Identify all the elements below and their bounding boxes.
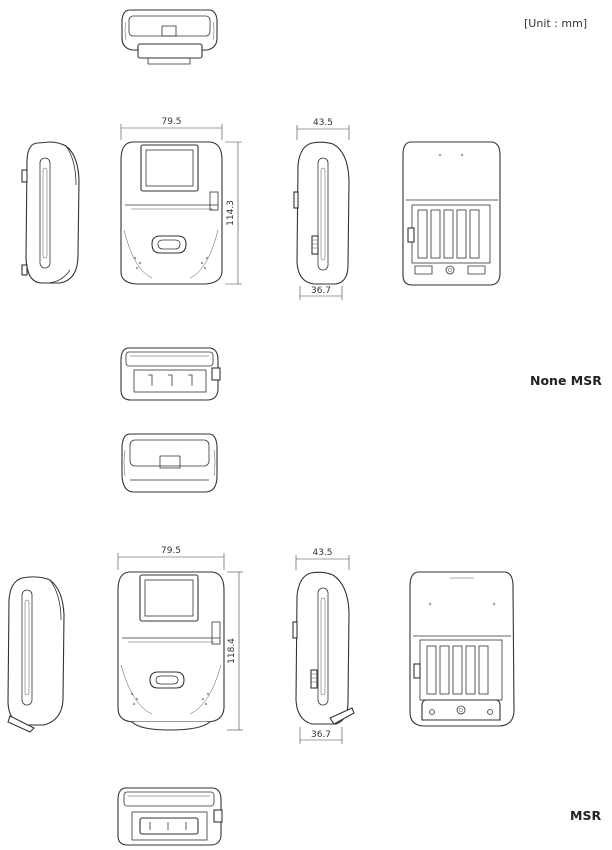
bottom-view-2 <box>117 787 223 846</box>
rear-slots-1 <box>417 209 480 259</box>
side-view-right-2 <box>292 555 355 744</box>
bottom-view-1 <box>120 347 221 401</box>
dim-depth-lower-2: 36.7 <box>311 730 331 740</box>
dim-height-1: 114.3 <box>226 200 236 226</box>
dim-depth-1: 43.5 <box>313 118 333 128</box>
top-view-lower <box>121 433 218 493</box>
side-view-right-1 <box>293 125 350 300</box>
dot-pattern-2 <box>130 692 210 706</box>
unit-label: [Unit : mm] <box>524 17 588 30</box>
rear-slots-2 <box>426 645 489 695</box>
dot-pattern-1 <box>133 256 209 270</box>
dim-depth-2: 43.5 <box>312 548 332 558</box>
variant-label-msr: MSR <box>570 808 602 823</box>
top-view-upper <box>121 9 218 65</box>
rear-view-2 <box>409 571 515 727</box>
variant-label-none-msr: None MSR <box>530 373 602 388</box>
front-view-1 <box>120 124 242 285</box>
side-view-left-1 <box>21 141 80 284</box>
dim-height-2: 118.4 <box>227 638 237 664</box>
front-view-2 <box>117 553 243 731</box>
rear-view-1 <box>402 141 501 286</box>
side-view-left-2 <box>7 576 65 733</box>
dim-depth-lower-1: 36.7 <box>311 286 331 296</box>
dim-width-2: 79.5 <box>161 546 181 556</box>
dim-width-1: 79.5 <box>161 117 181 127</box>
